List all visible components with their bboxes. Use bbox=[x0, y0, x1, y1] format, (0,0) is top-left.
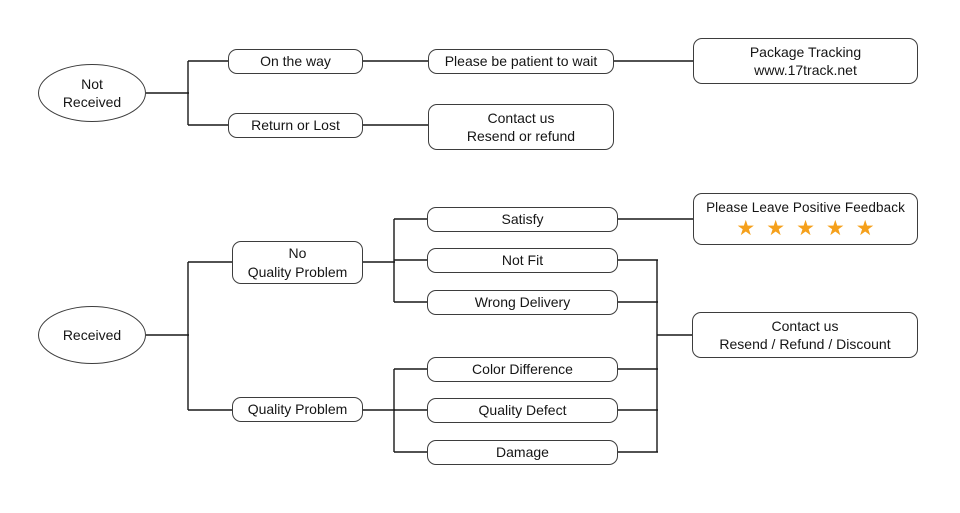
node-label: On the way bbox=[260, 53, 331, 70]
node-color-difference: Color Difference bbox=[427, 357, 618, 382]
node-damage: Damage bbox=[427, 440, 618, 465]
node-please-be-patient: Please be patient to wait bbox=[428, 49, 614, 74]
node-label: Received bbox=[62, 94, 122, 110]
node-satisfy: Satisfy bbox=[427, 207, 618, 232]
node-quality-problem: Quality Problem bbox=[232, 397, 363, 422]
node-package-tracking: Package Tracking www.17track.net bbox=[693, 38, 918, 84]
node-label: Resend / Refund / Discount bbox=[719, 336, 891, 352]
node-label: Contact us bbox=[771, 317, 839, 334]
node-label: Not bbox=[81, 75, 103, 92]
star-icon: ★ bbox=[736, 216, 756, 240]
node-label: Return or Lost bbox=[251, 117, 340, 134]
node-not-fit: Not Fit bbox=[427, 248, 618, 273]
node-label: Damage bbox=[496, 444, 549, 461]
node-label: Quality Problem bbox=[247, 263, 348, 280]
node-quality-defect: Quality Defect bbox=[427, 398, 618, 423]
node-contact-discount: Contact us Resend / Refund / Discount bbox=[692, 312, 918, 358]
node-not-received: Not Received bbox=[38, 64, 146, 122]
node-label: Contact us bbox=[487, 109, 555, 126]
node-on-the-way: On the way bbox=[228, 49, 363, 74]
node-return-or-lost: Return or Lost bbox=[228, 113, 363, 138]
node-label: Not Fit bbox=[501, 252, 544, 269]
node-label: www.17track.net bbox=[754, 62, 857, 78]
node-label: Quality Problem bbox=[247, 401, 348, 418]
star-icon: ★ bbox=[825, 216, 845, 240]
node-label: Please be patient to wait bbox=[444, 53, 598, 70]
node-label: Received bbox=[62, 326, 122, 343]
node-positive-feedback: Please Leave Positive Feedback ★ ★ ★ ★ ★ bbox=[693, 193, 918, 245]
node-label: Wrong Delivery bbox=[474, 294, 571, 311]
star-icon: ★ bbox=[766, 216, 786, 240]
node-label: Quality Defect bbox=[478, 402, 567, 419]
node-no-quality-problem: No Quality Problem bbox=[232, 241, 363, 284]
node-label: Package Tracking bbox=[749, 43, 862, 60]
node-label: Please Leave Positive Feedback bbox=[706, 200, 905, 216]
node-received: Received bbox=[38, 306, 146, 364]
star-icon: ★ bbox=[796, 216, 815, 240]
node-label: No bbox=[288, 245, 307, 262]
node-label: Resend or refund bbox=[466, 128, 576, 144]
node-wrong-delivery: Wrong Delivery bbox=[427, 290, 618, 315]
star-icon: ★ bbox=[855, 216, 875, 240]
node-contact-resend-refund: Contact us Resend or refund bbox=[428, 104, 614, 150]
node-label: Color Difference bbox=[472, 361, 573, 378]
node-label: Satisfy bbox=[501, 211, 544, 228]
star-rating: ★ ★ ★ ★ ★ bbox=[736, 218, 874, 239]
